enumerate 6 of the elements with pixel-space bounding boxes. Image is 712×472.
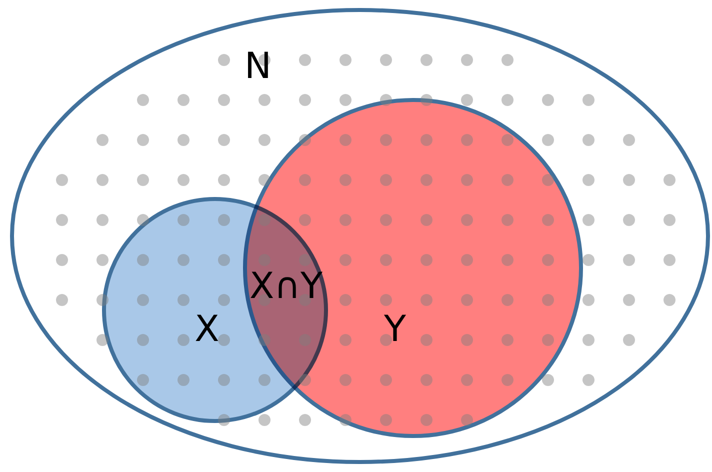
- set-circle: [243, 98, 583, 438]
- set-label: Y: [384, 312, 406, 348]
- set-ellipse: [10, 8, 710, 464]
- intersection-label: X∩Y: [250, 269, 322, 305]
- set-label: X: [194, 312, 220, 348]
- set-label: N: [244, 49, 272, 85]
